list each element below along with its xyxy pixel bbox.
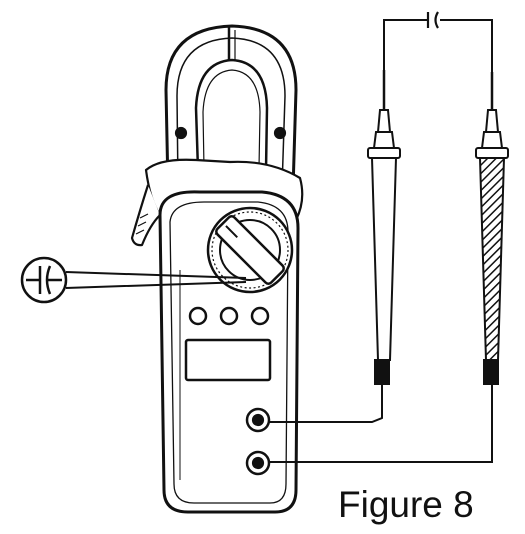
test-probe-left	[368, 70, 400, 384]
lead-wire-upper	[269, 384, 382, 422]
input-jack-upper[interactable]	[247, 409, 269, 431]
input-jack-lower[interactable]	[247, 452, 269, 474]
function-button-3[interactable]	[252, 308, 268, 324]
clamp-meter	[132, 26, 302, 512]
dial-callout	[22, 258, 246, 302]
lead-wire-lower	[269, 384, 492, 462]
figure-caption: Figure 8	[338, 484, 474, 525]
function-button-2[interactable]	[221, 308, 237, 324]
capacitor-icon	[26, 266, 62, 294]
function-button-1[interactable]	[190, 308, 206, 324]
test-probe-right	[476, 72, 508, 384]
rotary-dial[interactable]	[208, 208, 292, 292]
test-circuit	[269, 12, 492, 462]
clamp-jaw	[166, 26, 296, 190]
capacitor-icon	[428, 12, 438, 28]
capacitor-callout-circle	[22, 258, 66, 302]
lcd-display	[186, 340, 270, 380]
